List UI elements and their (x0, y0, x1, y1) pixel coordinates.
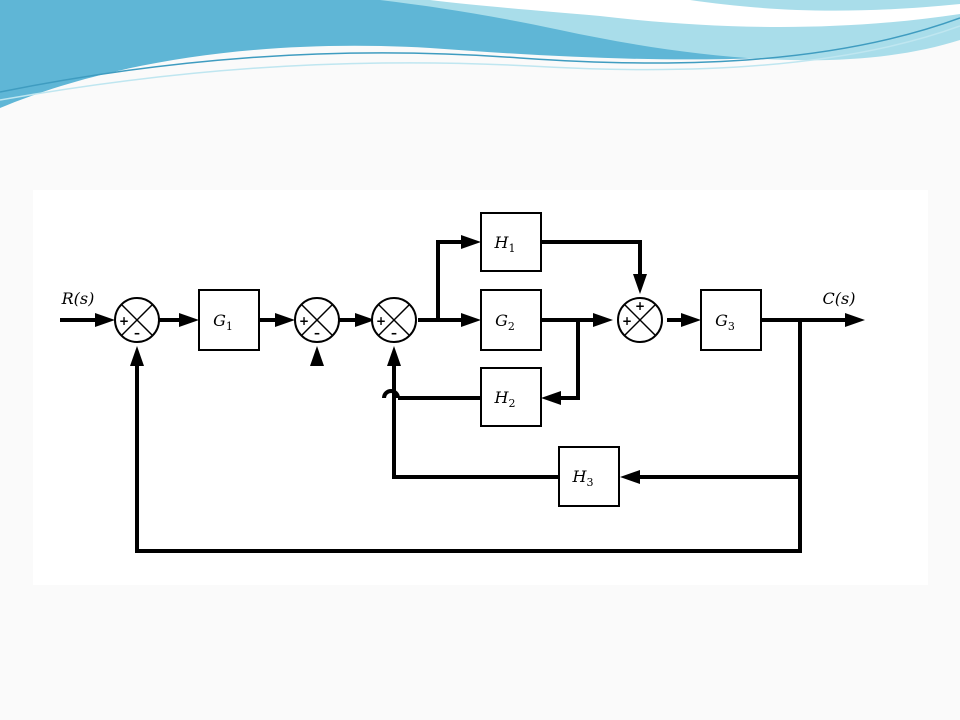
wire-c-sum1 (135, 366, 802, 553)
summing-junction-3-sign-bottom: – (391, 326, 397, 340)
arrow-into-sum1-bottom (130, 346, 144, 366)
input-label: R(s) (61, 289, 95, 308)
block-G1-box (198, 289, 260, 351)
summing-junction-1-cross-b (120, 303, 154, 337)
arrow-into-sum4-left (593, 313, 613, 327)
arrow-into-sum1 (95, 313, 115, 327)
block-G2-label: G2 (495, 311, 515, 333)
arrow-output (845, 313, 865, 327)
wire-hop (382, 389, 400, 399)
wire-h3-sum3 (392, 366, 558, 479)
arrow-heads (95, 235, 865, 484)
wire-branch-h1 (436, 240, 471, 320)
summing-junction-1-sign-bottom: – (134, 326, 140, 340)
summing-junction-4-cross-b (623, 303, 657, 337)
signal-wires (60, 240, 849, 553)
arrow-into-sum2-bottom (310, 346, 324, 366)
summing-junction-4-sign-top: + (635, 299, 645, 313)
summing-junction-3: + – (371, 297, 417, 343)
summing-junction-4-sign-left: + (622, 314, 632, 328)
wire-g2-h2 (551, 320, 580, 400)
arrow-into-sum3-bottom (387, 346, 401, 366)
header-wave-line (0, 17, 960, 93)
arrow-into-g3 (681, 313, 701, 327)
output-label: C(s) (823, 289, 856, 308)
block-H2: H2 (480, 367, 542, 427)
block-G2-box (480, 289, 542, 351)
summing-junction-4: + + (617, 297, 663, 343)
arrow-into-h3 (620, 470, 640, 484)
arrow-into-h1 (461, 235, 481, 249)
summing-junction-2-sign-left: + (299, 314, 309, 328)
arrow-into-sum3 (355, 313, 375, 327)
block-H1-label: H1 (494, 233, 516, 255)
summing-junction-2-cross-b (300, 303, 334, 337)
block-H3-box (558, 446, 620, 507)
block-G2: G2 (480, 289, 542, 351)
block-G1: G1 (198, 289, 260, 351)
header-wave-white (430, 0, 960, 27)
block-G3: G3 (700, 289, 762, 351)
arrow-into-h2 (541, 391, 561, 405)
block-H3-label: H3 (572, 467, 594, 489)
block-diagram: G1 G2 G3 H1 H2 H3 + – (60, 212, 865, 553)
wire-h1-sum4 (541, 240, 642, 284)
arrow-into-sum2 (275, 313, 295, 327)
arrow-into-g1 (179, 313, 199, 327)
summing-junction-2-sign-bottom: – (314, 326, 320, 340)
arrow-into-g2 (461, 313, 481, 327)
block-H2-box (480, 367, 542, 427)
summing-junction-3-cross-b (377, 303, 411, 337)
block-G3-label: G3 (715, 311, 735, 333)
summing-junction-3-sign-left: + (376, 314, 386, 328)
arrow-into-sum4-top (633, 274, 647, 294)
block-H2-label: H2 (494, 388, 516, 410)
block-H1-box (480, 212, 542, 272)
block-G1-label: G1 (213, 311, 233, 333)
summing-junction-2: + – (294, 297, 340, 343)
block-H1: H1 (480, 212, 542, 272)
header-wave-line-2 (0, 25, 960, 101)
block-G3-box (700, 289, 762, 351)
block-H3: H3 (558, 446, 620, 507)
summing-junction-1: + – (114, 297, 160, 343)
summing-junction-1-sign-left: + (119, 314, 129, 328)
diagram-panel: G1 G2 G3 H1 H2 H3 + – (33, 190, 928, 585)
